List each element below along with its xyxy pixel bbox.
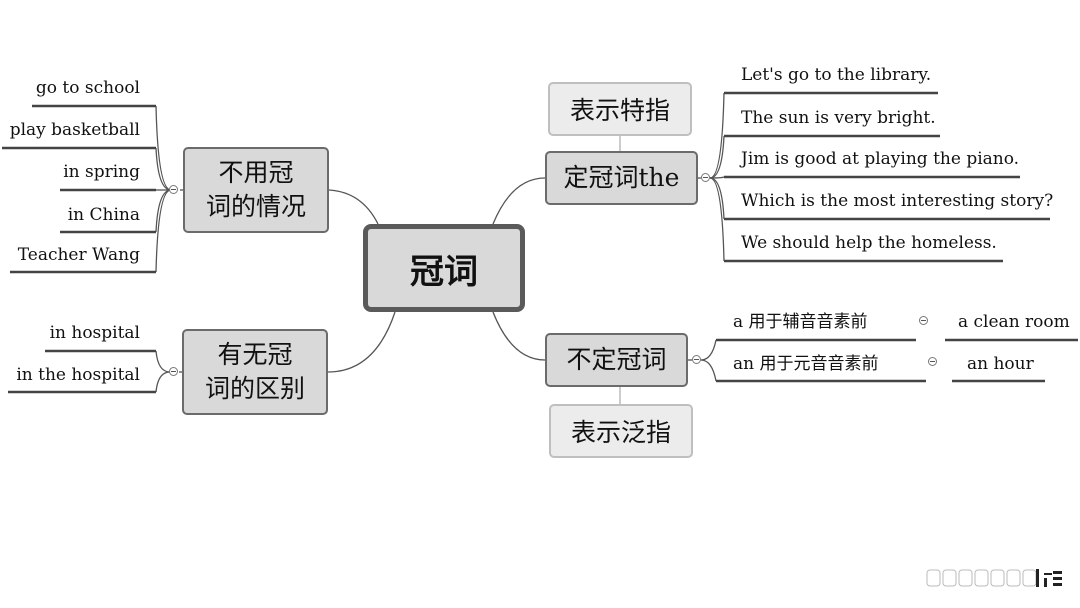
collapse-toggle-icon[interactable] [169,367,178,376]
branch-with-without-line1: 有无冠 [217,340,293,369]
watermark-logo [926,569,1062,587]
leaf-definite-3[interactable]: Jim is good at playing the piano. [741,149,1020,169]
root-node[interactable]: 冠词 [363,224,525,312]
branch-definite[interactable]: 定冠词the [545,151,698,205]
callout-indefinite[interactable]: 表示泛指 [549,404,693,458]
root-label: 冠词 [410,251,478,292]
leaf-with-without-2[interactable]: in the hospital [16,365,140,385]
collapse-toggle-icon[interactable] [701,173,710,182]
connector-root-the [492,177,546,225]
leaf-indefinite-example-an[interactable]: an hour [967,354,1034,374]
callout-definite[interactable]: 表示特指 [548,82,692,136]
branch-with-without[interactable]: 有无冠 词的区别 [182,329,328,415]
branch-no-article[interactable]: 不用冠 词的情况 [183,147,329,233]
leaf-indefinite-rule-an[interactable]: an 用于元音音素前 [733,354,879,374]
leaf-definite-4[interactable]: Which is the most interesting story? [741,191,1054,211]
branch-no-article-line1: 不用冠 [218,158,294,187]
leaf-no-article-5[interactable]: Teacher Wang [17,245,140,265]
leaf-definite-1[interactable]: Let's go to the library. [741,65,932,85]
collapse-toggle-icon[interactable] [919,316,928,325]
leaf-with-without-1[interactable]: in hospital [49,323,140,343]
connector-root-diff [327,311,396,373]
leaf-no-article-3[interactable]: in spring [63,162,140,182]
collapse-toggle-icon[interactable] [928,357,937,366]
leaf-no-article-2[interactable]: play basketball [9,120,140,140]
leaf-definite-2[interactable]: The sun is very bright. [741,108,936,128]
connector-root-a [492,311,546,361]
branch-indefinite[interactable]: 不定冠词 [545,333,688,387]
branch-definite-label: 定冠词the [563,163,680,192]
connector-root-nouse [328,189,379,225]
branch-no-article-line2: 词的情况 [205,192,306,221]
callout-indefinite-label: 表示泛指 [570,418,671,447]
leaf-no-article-1[interactable]: go to school [35,78,140,98]
leaf-indefinite-rule-a[interactable]: a 用于辅音音素前 [733,312,868,332]
callout-definite-label: 表示特指 [569,96,670,125]
leaf-definite-5[interactable]: We should help the homeless. [741,233,997,253]
leaf-no-article-4[interactable]: in China [67,205,140,225]
collapse-toggle-icon[interactable] [692,355,701,364]
leaf-indefinite-example-a[interactable]: a clean room [958,312,1070,332]
collapse-toggle-icon[interactable] [169,185,178,194]
branch-with-without-line2: 词的区别 [204,374,305,403]
branch-indefinite-label: 不定冠词 [566,345,667,374]
